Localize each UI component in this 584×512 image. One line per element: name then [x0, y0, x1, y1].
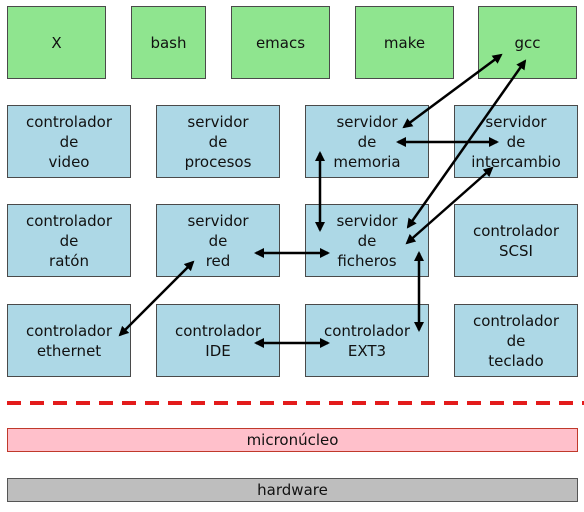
controlador-ext3: controlador EXT3	[305, 304, 429, 377]
hardware-bar: hardware	[7, 478, 578, 502]
controlador-raton: controlador de ratón	[7, 204, 131, 277]
app-emacs: emacs	[231, 6, 330, 79]
arrow-ficheros-gcc	[406, 59, 527, 229]
arrow-ficheros-intercambio	[405, 166, 494, 245]
controlador-ethernet: controlador ethernet	[7, 304, 131, 377]
arrow-ethernet-red	[118, 260, 195, 337]
controlador-video: controlador de video	[7, 105, 131, 178]
micronucleo-bar: micronúcleo	[7, 428, 578, 452]
app-x: X	[7, 6, 106, 79]
controlador-teclado: controlador de teclado	[454, 304, 578, 377]
app-bash: bash	[131, 6, 206, 79]
servidor-procesos: servidor de procesos	[156, 105, 280, 178]
